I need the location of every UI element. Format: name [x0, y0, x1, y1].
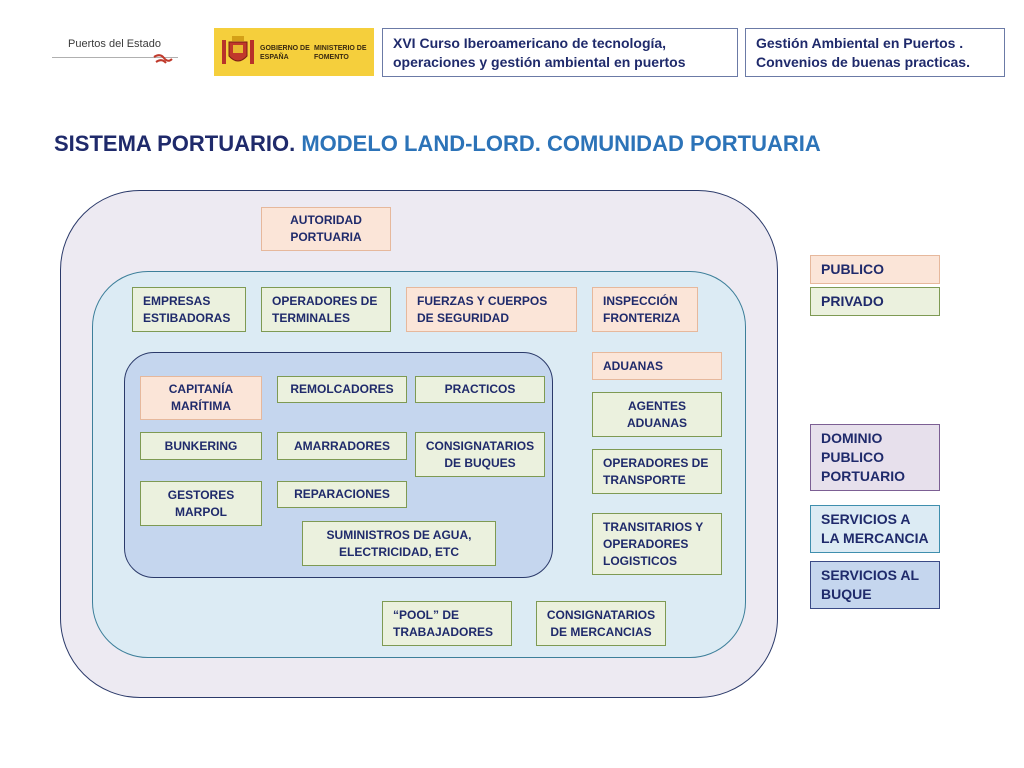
ministerio-text: MINISTERIO DE FOMENTO [314, 45, 367, 61]
node-remolcadores: REMOLCADORES [277, 376, 407, 403]
node-operadores-terminales: OPERADORES DE TERMINALES [261, 287, 391, 332]
node-autoridad-portuaria: AUTORIDAD PORTUARIA [261, 207, 391, 251]
wave-mark-icon [153, 54, 173, 64]
node-bunkering: BUNKERING [140, 432, 262, 460]
node-fuerzas-seguridad: FUERZAS Y CUERPOS DE SEGURIDAD [406, 287, 577, 332]
legend-publico: PUBLICO [810, 255, 940, 284]
node-empresas-estibadoras: EMPRESAS ESTIBADORAS [132, 287, 246, 332]
page-title-part1: SISTEMA PORTUARIO. [54, 131, 296, 156]
node-aduanas: ADUANAS [592, 352, 722, 380]
legend-servicios-mercancia: SERVICIOS A LA MERCANCIA [810, 505, 940, 553]
legend-privado: PRIVADO [810, 287, 940, 316]
gobierno-text: GOBIERNO DE ESPAÑA [260, 45, 310, 61]
page-title-part2: MODELO LAND-LORD. COMUNIDAD PORTUARIA [301, 131, 821, 156]
node-pool-trabajadores: “POOL” DE TRABAJADORES [382, 601, 512, 646]
page-title: SISTEMA PORTUARIO. MODELO LAND-LORD. COM… [54, 131, 821, 157]
node-consignatarios-mercancias: CONSIGNATARIOS DE MERCANCIAS [536, 601, 666, 646]
legend-servicios-buque: SERVICIOS AL BUQUE [810, 561, 940, 609]
legend-dominio-publico: DOMINIO PUBLICO PORTUARIO [810, 424, 940, 491]
node-operadores-transporte: OPERADORES DE TRANSPORTE [592, 449, 722, 494]
node-reparaciones: REPARACIONES [277, 481, 407, 508]
gobierno-espana-logo: GOBIERNO DE ESPAÑA MINISTERIO DE FOMENTO [214, 28, 374, 76]
node-suministros: SUMINISTROS DE AGUA, ELECTRICIDAD, ETC [302, 521, 496, 566]
course-title-box: XVI Curso Iberoamericano de tecnología, … [382, 28, 738, 77]
logo-underline [52, 57, 178, 58]
node-gestores-marpol: GESTORES MARPOL [140, 481, 262, 526]
node-inspeccion-fronteriza: INSPECCIÓN FRONTERIZA [592, 287, 698, 332]
node-capitania-maritima: CAPITANÍA MARÍTIMA [140, 376, 262, 420]
node-transitarios: TRANSITARIOS Y OPERADORES LOGISTICOS [592, 513, 722, 575]
node-agentes-aduanas: AGENTES ADUANAS [592, 392, 722, 437]
puertos-del-estado-logo: Puertos del Estado [52, 30, 178, 70]
topic-title-box: Gestión Ambiental en Puertos . Convenios… [745, 28, 1005, 77]
puertos-del-estado-logo-text: Puertos del Estado [68, 38, 161, 50]
node-amarradores: AMARRADORES [277, 432, 407, 460]
node-consignatarios-buques: CONSIGNATARIOS DE BUQUES [415, 432, 545, 477]
node-practicos: PRACTICOS [415, 376, 545, 403]
coat-of-arms-icon [222, 36, 254, 64]
